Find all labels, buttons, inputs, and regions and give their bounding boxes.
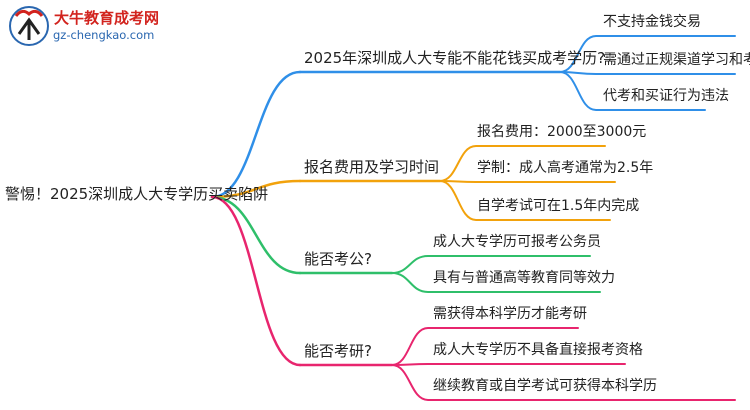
leaf-connector	[391, 363, 626, 366]
root-branch-connector	[210, 195, 302, 367]
leaf-connector	[439, 180, 616, 183]
leaf-no-money-trade: 不支持金钱交易	[603, 14, 701, 30]
branch-civil-service: 能否考公?	[304, 250, 372, 268]
leaf-need-bachelor: 需获得本科学历才能考研	[433, 306, 587, 322]
root-node: 警惕！2025深圳成人大专学历买卖陷阱	[5, 185, 269, 203]
leaf-connector	[559, 35, 736, 73]
leaf-connector	[559, 71, 736, 75]
leaf-duration-self-study: 自学考试可在1.5年内完成	[477, 198, 640, 214]
leaf-connector	[559, 71, 706, 111]
leaf-can-apply-civil: 成人大专学历可报考公务员	[433, 234, 601, 250]
leaf-connector	[391, 364, 736, 401]
leaf-duration-adult-exam: 学制：成人高考通常为2.5年	[477, 160, 654, 176]
leaf-connector	[391, 272, 601, 293]
leaf-no-direct-eligibility: 成人大专学历不具备直接报考资格	[433, 342, 643, 358]
logo-mascot-icon	[9, 6, 49, 46]
site-logo[interactable]: 大牛教育成考网 gz-chengkao.com	[6, 4, 176, 48]
logo-subtitle: gz-chengkao.com	[53, 28, 155, 42]
root-branch-connector	[210, 70, 302, 199]
branch-postgraduate: 能否考研?	[304, 342, 372, 360]
leaf-continue-education: 继续教育或自学考试可获得本科学历	[433, 378, 657, 394]
branch-buy-degree: 2025年深圳成人大专能不能花钱买成考学历?	[304, 49, 606, 67]
branch-fee-duration: 报名费用及学习时间	[304, 158, 440, 176]
leaf-connector	[439, 180, 611, 221]
leaf-connector	[391, 255, 591, 274]
leaf-connector	[391, 327, 579, 366]
leaf-illegal-proxy: 代考和买证行为违法	[603, 88, 729, 104]
leaf-fee: 报名费用：2000至3000元	[477, 124, 647, 140]
leaf-formal-channel: 需通过正规渠道学习和考试	[603, 52, 750, 68]
root-branch-connector	[210, 195, 302, 275]
leaf-connector	[439, 145, 606, 182]
logo-title: 大牛教育成考网	[54, 9, 160, 27]
leaf-equal-validity: 具有与普通高等教育同等效力	[433, 270, 615, 286]
root-branch-connector	[210, 179, 302, 199]
